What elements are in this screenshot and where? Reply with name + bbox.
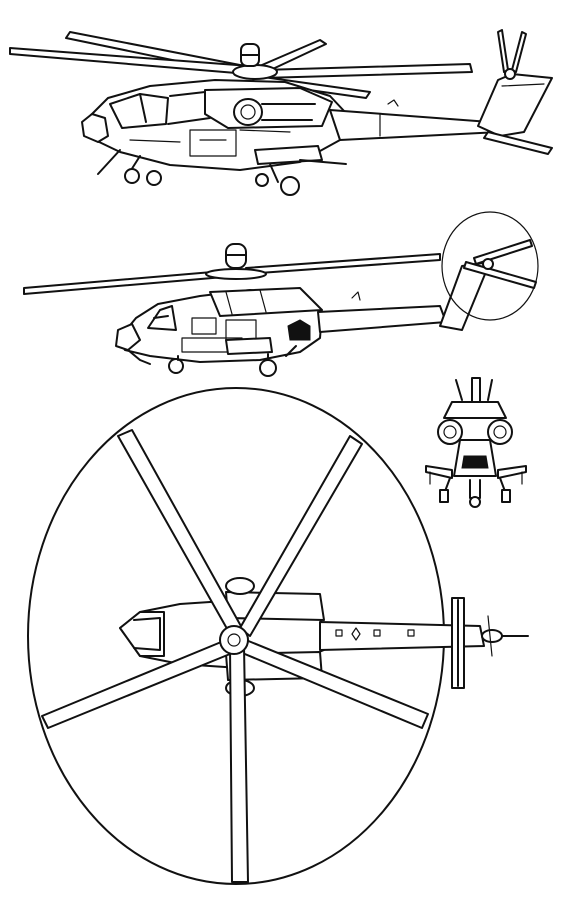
perspective-main-rotor — [9, 31, 473, 99]
top-view — [27, 387, 529, 885]
side-main-rotor — [23, 243, 441, 295]
perspective-undercarriage — [97, 145, 347, 196]
tail-rotor-detail-circle — [441, 211, 539, 321]
side-fuselage — [115, 211, 539, 377]
perspective-fuselage — [81, 29, 553, 171]
front-view — [425, 377, 527, 508]
side-view — [23, 211, 539, 377]
perspective-view — [9, 29, 553, 196]
top-main-rotor — [41, 429, 429, 883]
